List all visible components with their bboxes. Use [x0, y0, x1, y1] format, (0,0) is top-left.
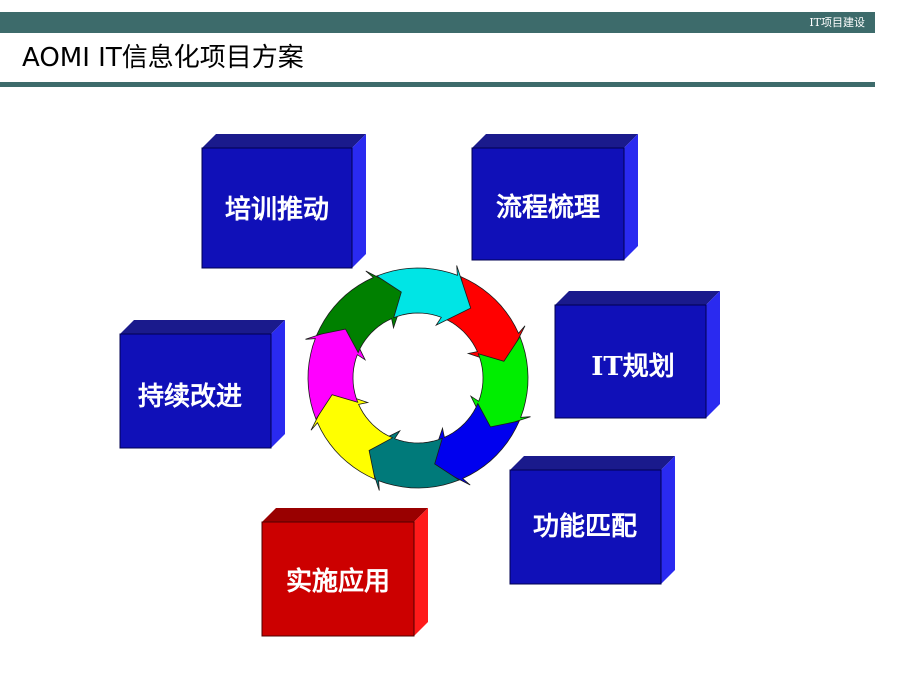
box-function-match: 功能匹配 — [509, 456, 675, 585]
box-top-face — [510, 456, 675, 470]
box-side-face — [624, 134, 638, 260]
box-process-review: 流程梳理 — [471, 134, 638, 261]
box-front-face — [471, 147, 625, 261]
box-top-face — [262, 508, 428, 522]
box-label: 功能匹配 — [533, 511, 637, 542]
section-label: IT项目建设 — [809, 16, 865, 29]
cycle-arrow-teal — [364, 429, 461, 491]
cycle-arrows — [305, 265, 531, 491]
box-implementation: 实施应用 — [261, 508, 428, 637]
box-label: 持续改进 — [138, 381, 242, 412]
box-label: IT规划 — [591, 352, 675, 382]
box-label: 流程梳理 — [496, 192, 600, 223]
title-divider — [0, 82, 875, 87]
box-top-face — [555, 291, 720, 305]
page-title: AOMI IT信息化项目方案 — [22, 43, 304, 73]
box-front-face — [509, 469, 662, 585]
box-side-face — [661, 456, 675, 584]
box-side-face — [271, 320, 285, 448]
box-side-face — [706, 291, 720, 418]
cycle-arrow-dark-green — [315, 270, 407, 354]
box-top-face — [202, 134, 366, 148]
cycle-arrow-cyan — [375, 265, 472, 327]
box-front-face — [201, 147, 353, 269]
cycle-arrow-blue — [429, 402, 521, 486]
box-label: 实施应用 — [286, 566, 390, 597]
box-front-face — [554, 304, 707, 419]
cycle-arrow-yellow — [310, 389, 394, 481]
cycle-arrow-green — [469, 335, 531, 432]
box-side-face — [414, 508, 428, 636]
box-label: 培训推动 — [225, 195, 329, 225]
box-continuous-improvement: 持续改进 — [119, 320, 285, 449]
box-front-face — [261, 521, 415, 637]
box-top-face — [472, 134, 638, 148]
header-bar: IT项目建设 — [0, 12, 875, 33]
cycle-arrow-magenta — [305, 324, 367, 421]
box-front-face — [119, 333, 272, 449]
box-training: 培训推动 — [201, 134, 366, 269]
box-top-face — [120, 320, 285, 334]
box-side-face — [352, 134, 366, 268]
cycle-arrow-red — [442, 275, 526, 367]
box-it-planning: IT规划 — [554, 291, 720, 419]
